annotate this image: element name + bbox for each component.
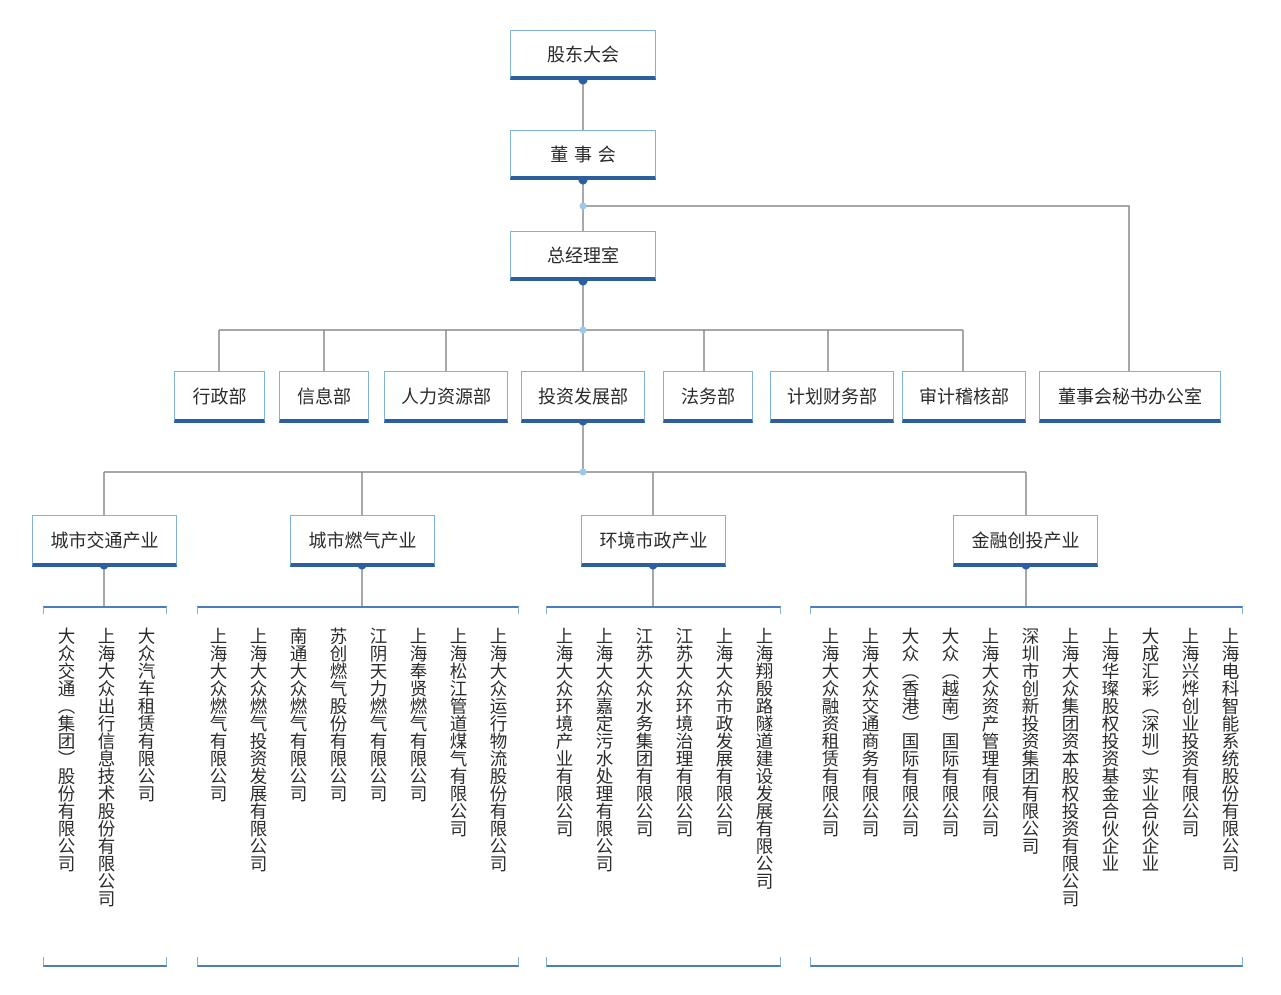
sector-urban-gas[interactable]: 城市燃气产业 bbox=[290, 515, 435, 567]
group-bracket-top bbox=[546, 606, 781, 614]
junction-dot bbox=[579, 468, 587, 476]
company-label: 上海大众市政发展有限公司 bbox=[713, 627, 733, 837]
shareholders-meeting-box[interactable]: 股东大会 bbox=[510, 30, 656, 80]
company-label: 江苏大众环境治理有限公司 bbox=[673, 627, 693, 837]
department-planning-finance[interactable]: 计划财务部 bbox=[770, 371, 894, 423]
company-label: 上海大众环境产业有限公司 bbox=[553, 627, 573, 837]
group-bracket-bottom bbox=[43, 957, 167, 967]
company-label: 江阴天力燃气有限公司 bbox=[367, 627, 387, 802]
sector-finance-venture[interactable]: 金融创投产业 bbox=[953, 515, 1098, 567]
department-information[interactable]: 信息部 bbox=[279, 371, 369, 423]
company-label: 深圳市创新投资集团有限公司 bbox=[1019, 627, 1039, 855]
company-label: 上海大众融资租赁有限公司 bbox=[819, 627, 839, 837]
company-label: 上海大众出行信息技术股份有限公司 bbox=[95, 627, 115, 907]
department-hr[interactable]: 人力资源部 bbox=[384, 371, 508, 423]
company-label: 大众交通（集团）股份有限公司 bbox=[55, 627, 75, 872]
general-manager-office-box[interactable]: 总经理室 bbox=[510, 231, 656, 281]
group-bracket-top bbox=[43, 606, 167, 614]
company-label: 苏创燃气股份有限公司 bbox=[327, 627, 347, 802]
company-label: 上海大众燃气投资发展有限公司 bbox=[247, 627, 267, 872]
company-label: 上海翔殷路隧道建设发展有限公司 bbox=[753, 627, 773, 890]
company-label: 上海电科智能系统股份有限公司 bbox=[1219, 627, 1239, 872]
company-label: 上海松江管道煤气有限公司 bbox=[447, 627, 467, 837]
sector-urban-transport[interactable]: 城市交通产业 bbox=[32, 515, 177, 567]
department-legal[interactable]: 法务部 bbox=[663, 371, 753, 423]
department-admin[interactable]: 行政部 bbox=[174, 371, 265, 423]
company-label: 上海华璨股权投资基金合伙企业 bbox=[1099, 627, 1119, 872]
junction-dot bbox=[579, 326, 587, 334]
group-bracket-top bbox=[197, 606, 519, 614]
company-label: 大众汽车租赁有限公司 bbox=[135, 627, 155, 802]
department-audit[interactable]: 审计稽核部 bbox=[902, 371, 1026, 423]
company-label: 江苏大众水务集团有限公司 bbox=[633, 627, 653, 837]
group-bracket-bottom bbox=[546, 957, 781, 967]
company-label: 上海奉贤燃气有限公司 bbox=[407, 627, 427, 802]
group-bracket-top bbox=[810, 606, 1243, 614]
company-label: 上海大众资产管理有限公司 bbox=[979, 627, 999, 837]
board-of-directors-box[interactable]: 董 事 会 bbox=[510, 130, 656, 180]
department-investment-development[interactable]: 投资发展部 bbox=[521, 371, 645, 423]
company-label: 上海大众运行物流股份有限公司 bbox=[487, 627, 507, 872]
group-bracket-bottom bbox=[197, 957, 519, 967]
sector-environment-municipal[interactable]: 环境市政产业 bbox=[581, 515, 726, 567]
company-label: 大众（香港）国际有限公司 bbox=[899, 627, 919, 837]
board-secretary-office-box[interactable]: 董事会秘书办公室 bbox=[1039, 371, 1221, 423]
company-label: 大众（越南）国际有限公司 bbox=[939, 627, 959, 837]
group-bracket-bottom bbox=[810, 957, 1243, 967]
junction-dot bbox=[579, 202, 587, 210]
company-label: 上海大众嘉定污水处理有限公司 bbox=[593, 627, 613, 872]
company-label: 大成汇彩（深圳）实业合伙企业 bbox=[1139, 627, 1159, 872]
company-label: 上海大众集团资本股权投资有限公司 bbox=[1059, 627, 1079, 907]
company-label: 南通大众燃气有限公司 bbox=[287, 627, 307, 802]
company-label: 上海大众燃气有限公司 bbox=[207, 627, 227, 802]
company-label: 上海兴烨创业投资有限公司 bbox=[1179, 627, 1199, 837]
connector-board-secretary bbox=[583, 205, 1130, 371]
company-label: 上海大众交通商务有限公司 bbox=[859, 627, 879, 837]
